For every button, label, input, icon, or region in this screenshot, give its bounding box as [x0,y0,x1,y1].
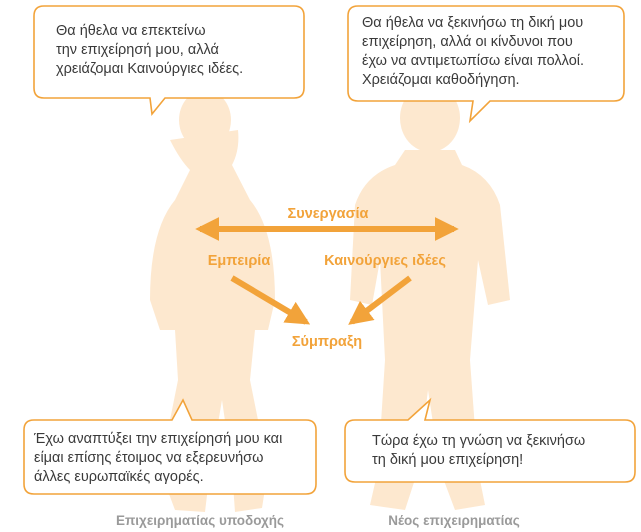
bubble-bottom-left [23,398,317,495]
bubble-bottom-right-text: Τώρα έχω τη γνώση να ξεκινήσω τη δική μο… [372,433,586,468]
experience-label: Εμπειρία [208,253,271,269]
host-caption: Επιχειρηματίας υποδοχής [116,513,284,528]
bubble-top-left [33,5,305,116]
partnership-label: Σύμπραξη [292,334,362,350]
bubble-top-left-text: Θα ήθελα να επεκτείνω την επιχείρησή μου… [56,23,244,77]
bubble-bottom-left-text: Έχω αναπτύξει την επιχείρησή μου και είμ… [34,431,283,485]
bubble-top-right [347,5,625,124]
new-ideas-label: Καινούργιες ιδέες [324,253,446,269]
bubble-bottom-right [344,397,636,483]
new-ideas-arrow [348,275,412,325]
new-caption: Νέος επιχειρηματίας [388,513,520,528]
experience-arrow [230,275,311,325]
bubble-top-right-text: Θα ήθελα να ξεκινήσω τη δική μου επιχείρ… [362,15,585,88]
cooperation-label: Συνεργασία [288,206,369,222]
